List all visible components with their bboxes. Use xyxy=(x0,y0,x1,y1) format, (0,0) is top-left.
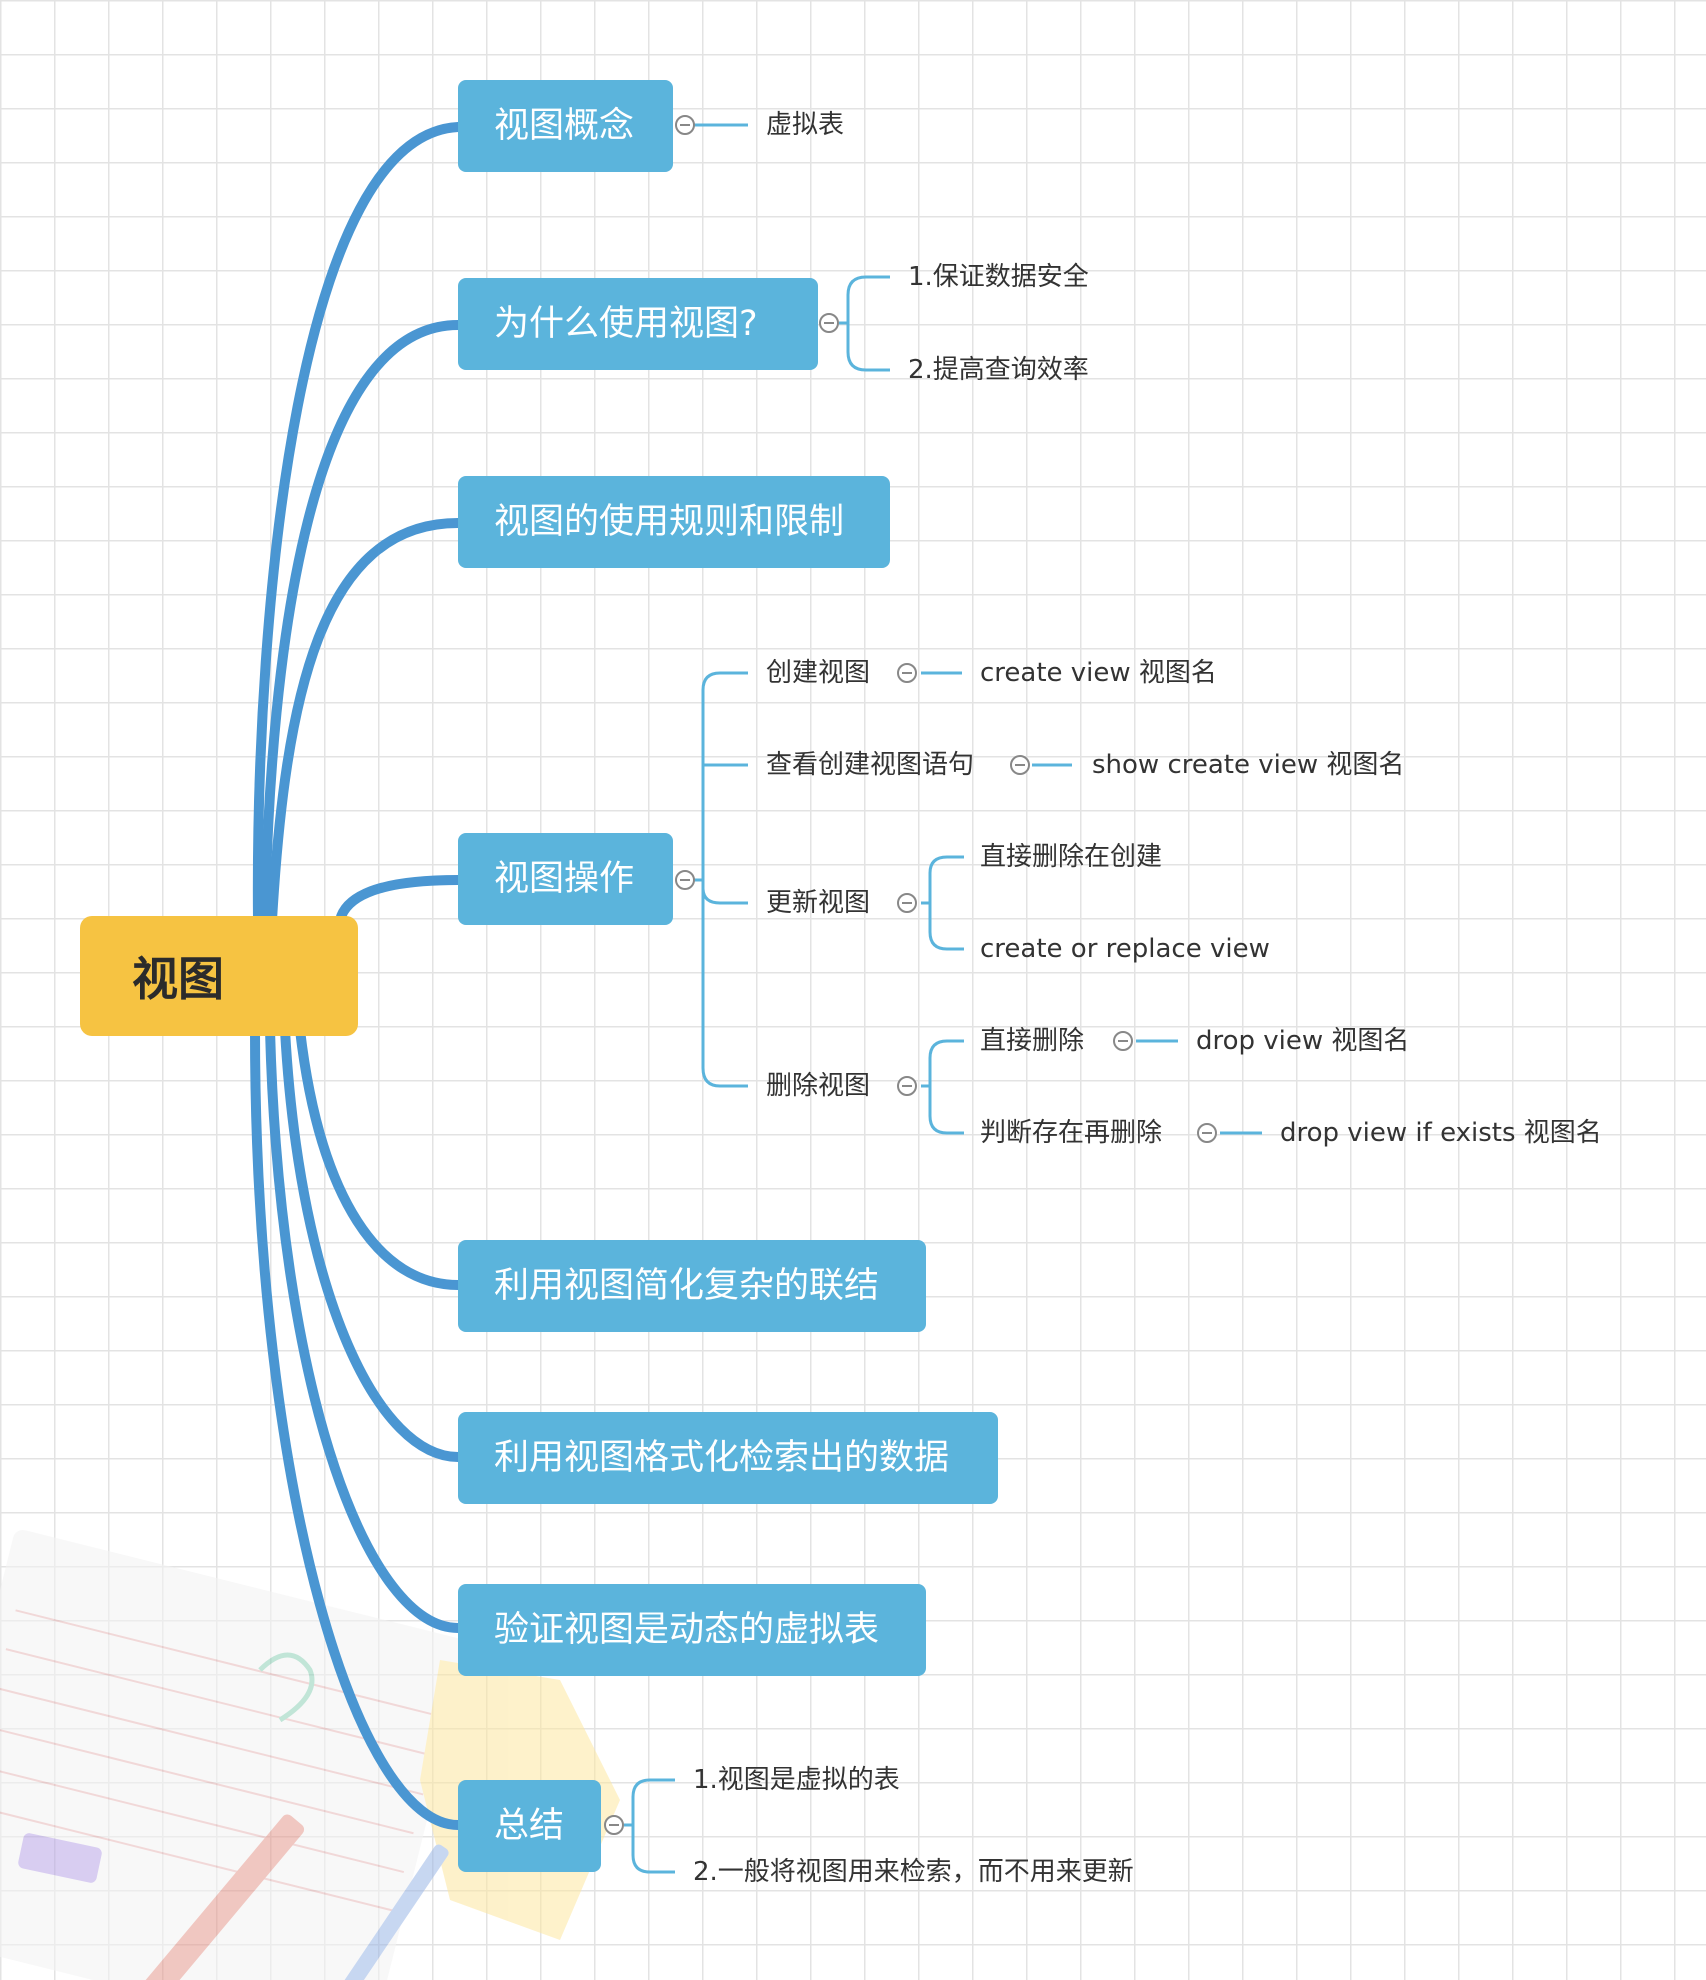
collapse-icon[interactable] xyxy=(897,663,917,683)
collapse-icon[interactable] xyxy=(1010,755,1030,775)
topic-format-label: 利用视图格式化检索出的数据 xyxy=(494,1438,950,1478)
topic-concept-label: 视图概念 xyxy=(494,106,635,146)
op-update-view[interactable]: 更新视图 xyxy=(766,888,871,918)
collapse-icon[interactable] xyxy=(897,1076,917,1096)
collapse-icon[interactable] xyxy=(897,893,917,913)
root-topic[interactable]: 视图 xyxy=(80,916,358,1036)
topic-why[interactable]: 为什么使用视图? xyxy=(458,278,818,370)
why-child-security[interactable]: 1.保证数据安全 xyxy=(908,262,1089,292)
op-update-replace-syntax[interactable]: create or replace view xyxy=(980,934,1270,964)
summary-child-retrieval[interactable]: 2.一般将视图用来检索，而不用来更新 xyxy=(693,1857,1134,1887)
topic-simplify-label: 利用视图简化复杂的联结 xyxy=(494,1266,880,1306)
summary-child-virtual[interactable]: 1.视图是虚拟的表 xyxy=(693,1765,900,1795)
op-delete-direct[interactable]: 直接删除 xyxy=(980,1026,1085,1056)
collapse-icon[interactable] xyxy=(675,115,695,135)
collapse-icon[interactable] xyxy=(1197,1123,1217,1143)
topic-rules-label: 视图的使用规则和限制 xyxy=(494,502,845,542)
topic-verify[interactable]: 验证视图是动态的虚拟表 xyxy=(458,1584,926,1676)
op-delete-direct-syntax[interactable]: drop view 视图名 xyxy=(1196,1026,1410,1056)
topic-summary-label: 总结 xyxy=(494,1806,565,1846)
collapse-icon[interactable] xyxy=(1113,1031,1133,1051)
op-show-create-syntax[interactable]: show create view 视图名 xyxy=(1092,750,1405,780)
topic-why-label: 为什么使用视图? xyxy=(494,304,758,344)
collapse-icon[interactable] xyxy=(675,870,695,890)
topic-operations-label: 视图操作 xyxy=(494,859,635,899)
op-delete-view[interactable]: 删除视图 xyxy=(766,1071,871,1101)
topic-simplify[interactable]: 利用视图简化复杂的联结 xyxy=(458,1240,926,1332)
op-show-create[interactable]: 查看创建视图语句 xyxy=(766,750,975,780)
op-create-view-syntax[interactable]: create view 视图名 xyxy=(980,658,1217,688)
topic-summary[interactable]: 总结 xyxy=(458,1780,601,1872)
op-delete-if-exists-syntax[interactable]: drop view if exists 视图名 xyxy=(1280,1118,1602,1148)
topic-verify-label: 验证视图是动态的虚拟表 xyxy=(494,1610,880,1650)
root-topic-label: 视图 xyxy=(132,952,224,1006)
op-create-view[interactable]: 创建视图 xyxy=(766,658,871,688)
collapse-icon[interactable] xyxy=(819,313,839,333)
concept-child-virtual-table[interactable]: 虚拟表 xyxy=(766,110,845,140)
why-child-efficiency[interactable]: 2.提高查询效率 xyxy=(908,355,1089,385)
topic-operations[interactable]: 视图操作 xyxy=(458,833,673,925)
topic-format[interactable]: 利用视图格式化检索出的数据 xyxy=(458,1412,998,1504)
op-delete-if-exists[interactable]: 判断存在再删除 xyxy=(980,1118,1163,1148)
op-update-recreate[interactable]: 直接删除在创建 xyxy=(980,842,1163,872)
topic-rules[interactable]: 视图的使用规则和限制 xyxy=(458,476,890,568)
topic-concept[interactable]: 视图概念 xyxy=(458,80,673,172)
collapse-icon[interactable] xyxy=(604,1815,624,1835)
